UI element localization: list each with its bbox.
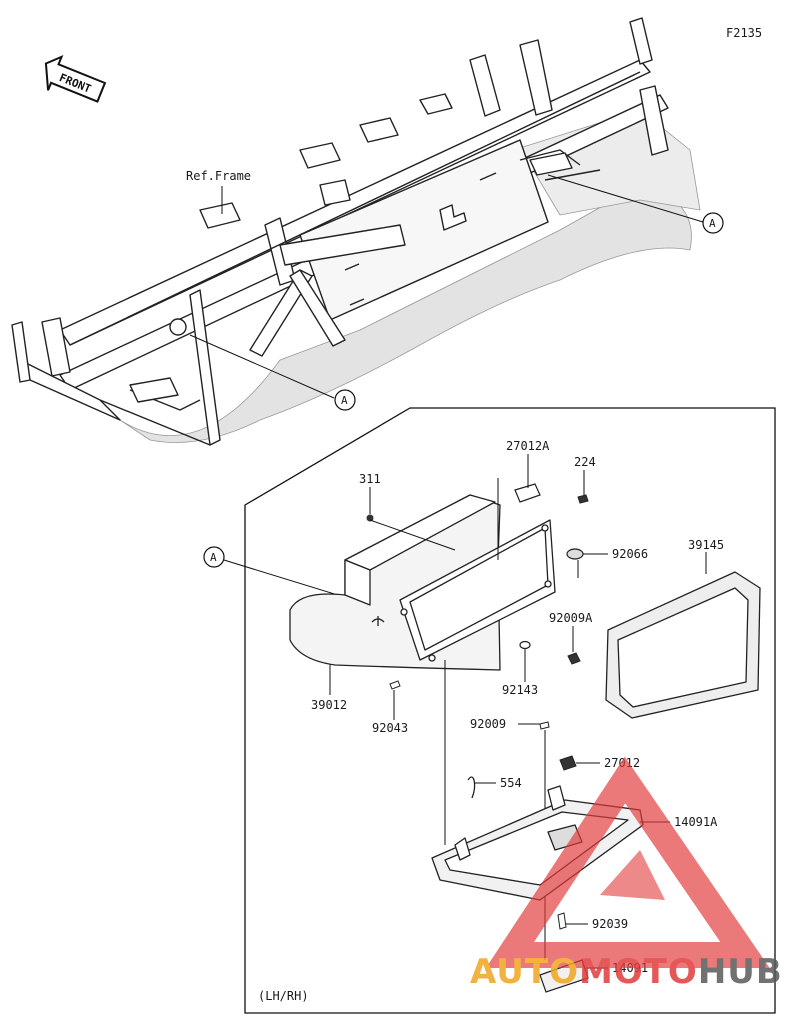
callout-a-leader-1	[547, 174, 704, 223]
callout-a-marker-1	[702, 212, 724, 234]
watermark-logo: AUTOMOTOHUB	[470, 756, 783, 992]
watermark-triangle-icon	[485, 756, 770, 968]
bolt-92009-shape	[539, 721, 550, 730]
leader-311-b	[369, 519, 456, 551]
cap-92066-shape	[566, 548, 584, 560]
watermark-text: AUTOMOTOHUB	[470, 952, 783, 992]
bolt-92043-shape	[389, 680, 401, 690]
label-27012a: 27012A	[506, 439, 550, 453]
label-311: 311	[359, 472, 381, 486]
callout-a-leader-2	[189, 334, 335, 399]
label-92039: 92039	[592, 917, 628, 931]
variant-label: (LH/RH)	[258, 989, 309, 1003]
nut-311-shape	[366, 514, 374, 522]
label-224: 224	[574, 455, 596, 469]
callout-a-marker-3	[203, 546, 225, 568]
detail-panel-border	[244, 407, 776, 1014]
label-92143: 92143	[502, 683, 538, 697]
watermark-moto: MOTO	[579, 952, 698, 992]
label-92043: 92043	[372, 721, 408, 735]
watermark-auto: AUTO	[470, 952, 579, 992]
screw-92039-shape	[557, 912, 567, 930]
callout-a-marker-2	[334, 389, 356, 411]
label-554: 554	[500, 776, 522, 790]
label-39012: 39012	[311, 698, 347, 712]
figure-code: F2135	[726, 26, 762, 40]
glove-box-housing	[289, 494, 556, 671]
callout-a-text-1: A	[709, 217, 716, 230]
bracket-27012-shape	[559, 755, 577, 771]
label-92066: 92066	[612, 547, 648, 561]
bolt-92009a-shape	[567, 652, 581, 665]
label-14091a: 14091A	[674, 815, 718, 829]
ref-frame-label: Ref.Frame	[186, 169, 251, 183]
pin-554-shape	[467, 776, 476, 799]
screw-224-shape	[577, 494, 589, 504]
label-92009: 92009	[470, 717, 506, 731]
vehicle-frame	[11, 17, 701, 446]
seal-39145-shape	[605, 571, 761, 719]
label-39145: 39145	[688, 538, 724, 552]
watermark-hub: HUB	[698, 952, 783, 992]
label-92009a: 92009A	[549, 611, 593, 625]
callout-a-text-2: A	[341, 394, 348, 407]
callout-a-text-3: A	[210, 551, 217, 564]
front-arrow-icon: FRONT	[44, 54, 107, 103]
washer-92143-shape	[519, 640, 531, 650]
